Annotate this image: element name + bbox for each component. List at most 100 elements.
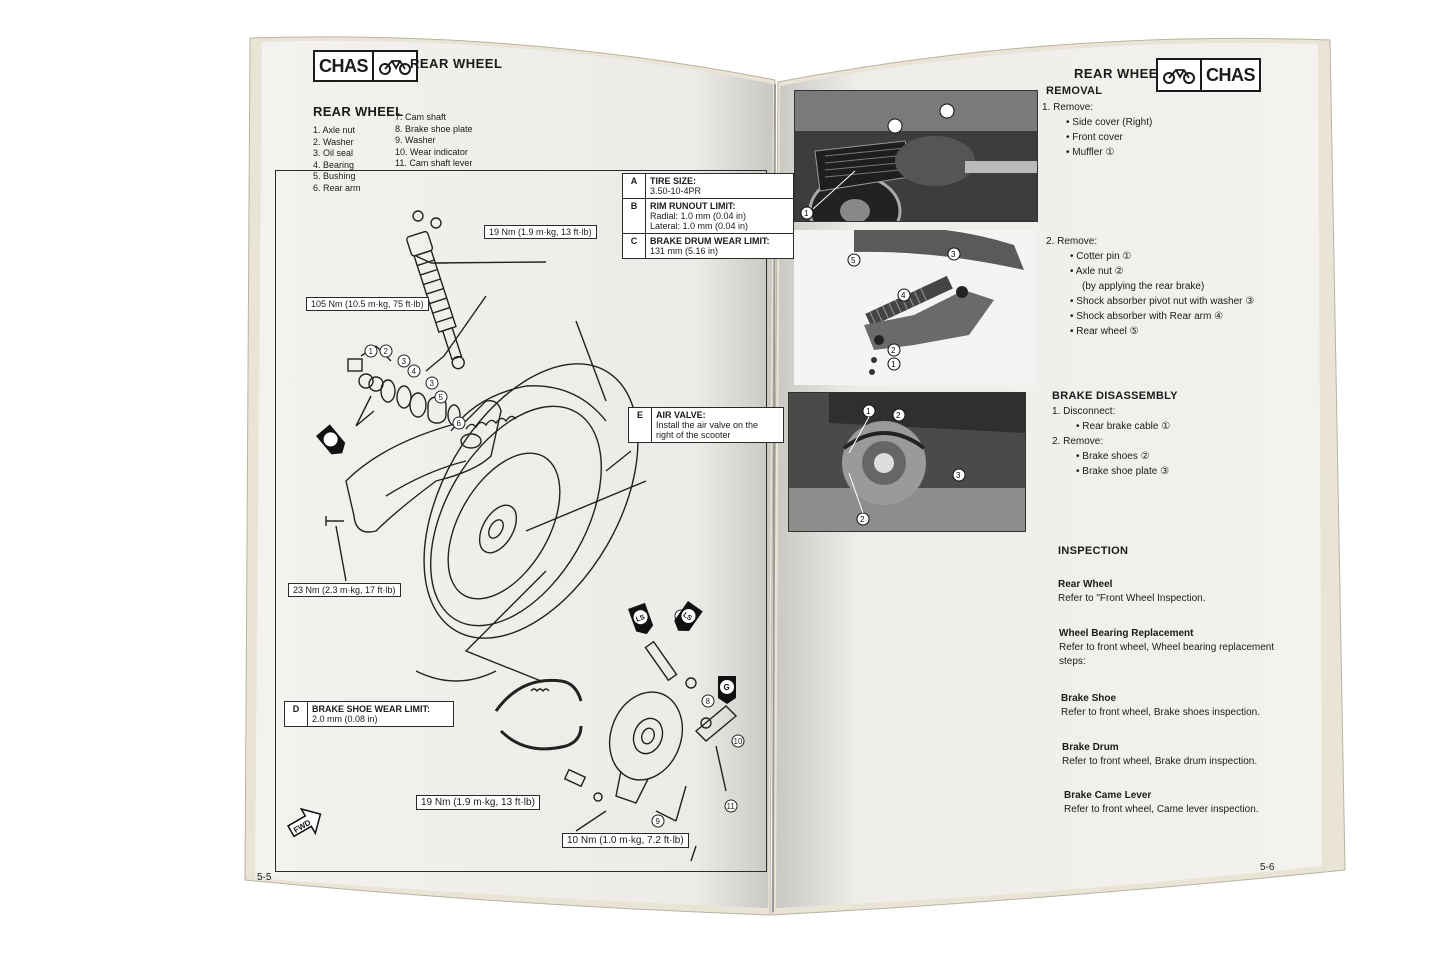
part-item: 11. Cam shaft lever — [395, 158, 473, 168]
photo-muffler: 1 — [794, 90, 1038, 222]
svg-text:LS: LS — [682, 611, 694, 622]
section-tag-box: CHAS — [1156, 58, 1262, 92]
photo-brake: 1 2 3 2 — [788, 392, 1026, 532]
bullet-item: • Axle nut ② — [1070, 266, 1124, 277]
svg-text:10: 10 — [734, 737, 743, 746]
spec-table-d: D BRAKE SHOE WEAR LIMIT:2.0 mm (0.08 in) — [284, 701, 454, 727]
part-item: 3. Oil seal — [313, 148, 354, 158]
callout-4: 4 — [407, 364, 421, 378]
svg-text:3: 3 — [402, 357, 407, 366]
torque-label: 19 Nm (1.9 m·kg, 13 ft·lb) — [484, 225, 597, 239]
part-item: 10. Wear indicator — [395, 146, 468, 157]
section-tag: CHAS — [315, 52, 375, 80]
part-item: 6. Rear arm — [313, 182, 361, 193]
svg-text:2: 2 — [860, 515, 865, 524]
svg-text:2: 2 — [891, 346, 896, 355]
svg-text:5: 5 — [439, 393, 444, 402]
left-page: CHAS REAR WHEEL REAR WHEEL 1. Axle nut 2… — [255, 30, 794, 910]
svg-text:11: 11 — [727, 802, 736, 811]
svg-text:3: 3 — [951, 250, 956, 259]
spec-row-c: C BRAKE DRUM WEAR LIMIT:131 mm (5.16 in) — [622, 233, 794, 259]
callout-8: 8 — [701, 694, 715, 708]
part-item: 5. Bushing — [313, 171, 356, 181]
callout-5: 5 — [434, 390, 448, 404]
bullet-item: • Shock absorber pivot nut with washer ③ — [1070, 296, 1255, 307]
svg-text:3: 3 — [956, 471, 961, 480]
removal-step-1: 1. Remove: • Side cover (Right) • Front … — [1042, 102, 1153, 158]
bullet-item: • Cotter pin ① — [1070, 251, 1132, 262]
parts-list-col2: 7. Cam shaft 8. Brake shoe plate 9. Wash… — [395, 112, 473, 170]
svg-text:4: 4 — [901, 291, 906, 300]
fwd-arrow-icon: FWD — [286, 807, 322, 838]
callout-11: 11 — [724, 799, 738, 813]
photo-muffler-image: 1 — [795, 91, 1037, 221]
part-item: 7. Cam shaft — [395, 112, 447, 122]
inspection-brake-drum: Brake Drum Refer to front wheel, Brake d… — [1062, 742, 1258, 767]
bullet-item: • Front cover — [1066, 132, 1123, 143]
svg-text:1: 1 — [369, 347, 374, 356]
inspection-rear-wheel: Rear Wheel Refer to "Front Wheel Inspect… — [1058, 579, 1206, 604]
svg-text:9: 9 — [656, 817, 661, 826]
torque-label: 19 Nm (1.9 m·kg, 13 ft·lb) — [416, 795, 540, 810]
inspection-title: INSPECTION — [1058, 545, 1129, 557]
part-item: 9. Washer — [395, 135, 436, 145]
exploded-diagram: 1 2 3 4 3 5 6 7 8 9 10 11 LS LS G — [286, 210, 745, 862]
removal-step-2: 2. Remove: • Cotter pin ① • Axle nut ② (… — [1046, 236, 1255, 337]
motorcycle-icon — [1158, 60, 1202, 90]
bullet-item: • Muffler ① — [1066, 147, 1115, 158]
svg-text:8: 8 — [706, 697, 711, 706]
torque-label: 105 Nm (10.5 m·kg, 75 ft·lb) — [306, 297, 429, 311]
ls-marker-1: LS — [628, 602, 654, 635]
spec-row-a: A TIRE SIZE:3.50-10-4PR — [622, 173, 794, 199]
callout-1: 1 — [364, 344, 378, 358]
page-number: 5-5 — [257, 872, 272, 883]
spec-table-abc: A TIRE SIZE:3.50-10-4PR B RIM RUNOUT LIM… — [622, 173, 794, 259]
ls-marker-2: LS — [674, 601, 703, 631]
bullet-item: • Shock absorber with Rear arm ④ — [1070, 311, 1224, 322]
section-title: REAR WHEEL — [313, 104, 404, 119]
header-title: REAR WHEEL — [1074, 66, 1167, 81]
right-page: REAR WHEEL CHAS 1 — [776, 40, 1336, 920]
svg-text:1: 1 — [804, 209, 809, 218]
motorcycle-icon — [374, 52, 416, 80]
callout-3b: 3 — [425, 376, 439, 390]
grease-marker — [316, 424, 346, 455]
callout-3a: 3 — [397, 354, 411, 368]
part-item: 8. Brake shoe plate — [395, 123, 473, 134]
svg-text:G: G — [724, 683, 730, 692]
bullet-item: • Side cover (Right) — [1066, 117, 1153, 128]
inspection-brake-cam-lever: Brake Came Lever Refer to front wheel, C… — [1064, 790, 1259, 815]
exploded-diagram-frame: 1 2 3 4 3 5 6 7 8 9 10 11 LS LS G — [275, 170, 794, 872]
svg-text:2: 2 — [384, 347, 389, 356]
svg-text:3: 3 — [430, 379, 435, 388]
torque-label: 10 Nm (1.0 m·kg, 7.2 ft·lb) — [562, 833, 689, 848]
note-item: (by applying the rear brake) — [1082, 281, 1205, 292]
photo-rear-arm: 5 3 4 2 1 — [794, 230, 1036, 385]
disassembly-title: BRAKE DISASSEMBLY — [1052, 390, 1178, 402]
inspection-wheel-bearing: Wheel Bearing Replacement Refer to front… — [1059, 628, 1275, 667]
g-marker: G — [718, 676, 736, 704]
part-item: 4. Bearing — [313, 159, 355, 170]
torque-label: 23 Nm (2.3 m·kg, 17 ft·lb) — [288, 583, 401, 597]
svg-text:1: 1 — [891, 360, 896, 369]
photo-brake-image: 1 2 3 2 — [789, 393, 1025, 531]
svg-text:6: 6 — [457, 419, 462, 428]
spec-row-b: B RIM RUNOUT LIMIT:Radial: 1.0 mm (0.04 … — [622, 198, 794, 234]
callout-2: 2 — [379, 344, 393, 358]
svg-text:4: 4 — [412, 367, 417, 376]
photo-rear-arm-image: 5 3 4 2 1 — [794, 230, 1036, 385]
page-number: 5-6 — [1260, 862, 1275, 873]
section-tag-box: CHAS — [313, 50, 419, 82]
spec-row-d: D BRAKE SHOE WEAR LIMIT:2.0 mm (0.08 in) — [284, 701, 454, 727]
bullet-item: • Rear brake cable ① — [1076, 421, 1171, 432]
inspection-brake-shoe: Brake Shoe Refer to front wheel, Brake s… — [1061, 693, 1260, 718]
callout-6: 6 — [452, 416, 466, 430]
part-item: 2. Washer — [313, 136, 354, 147]
header-title: REAR WHEEL — [410, 56, 503, 71]
bullet-item: • Rear wheel ⑤ — [1070, 326, 1139, 337]
disassembly-steps: 1. Disconnect: • Rear brake cable ① 2. R… — [1052, 406, 1171, 477]
spec-table-e: E AIR VALVE:Install the air valve on the… — [628, 407, 784, 443]
callout-10: 10 — [731, 734, 745, 748]
svg-text:2: 2 — [896, 411, 901, 420]
